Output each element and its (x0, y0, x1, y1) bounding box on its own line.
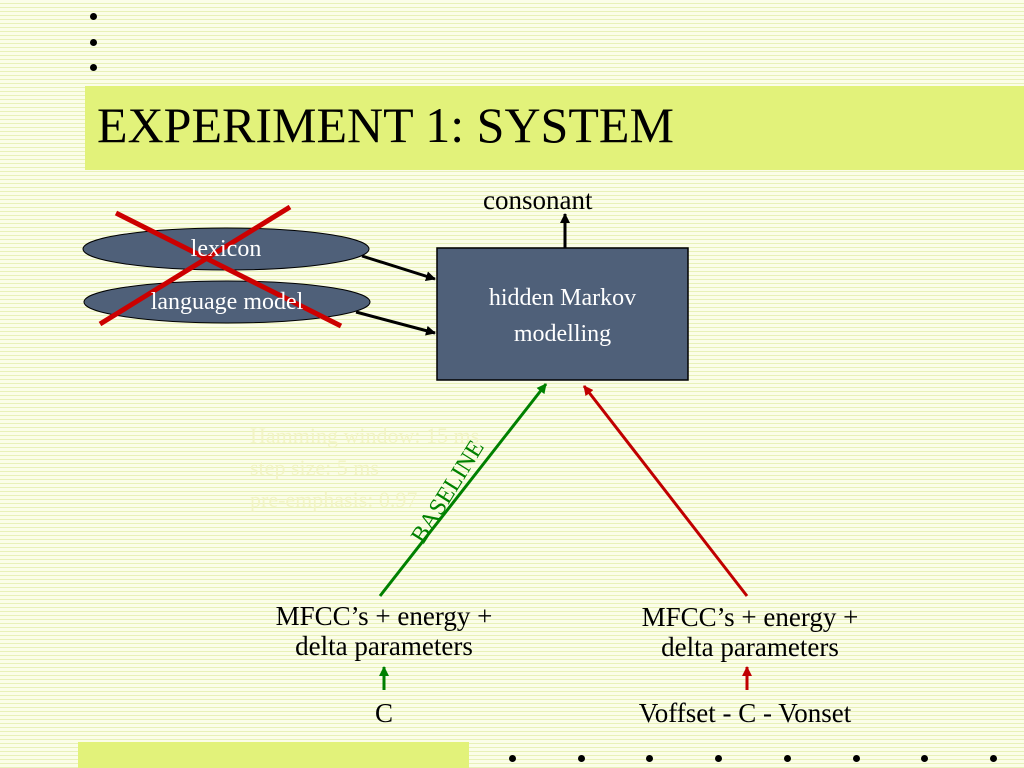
cross-stroke-2 (98, 204, 292, 327)
decorative-dot (715, 755, 723, 762)
output-label: consonant (483, 185, 593, 215)
hmm-box (436, 247, 689, 381)
decorative-dot (852, 755, 860, 762)
right-features-label: MFCC’s + energy + delta parameters (600, 602, 900, 662)
hmm-box-line-1: hidden Markov (488, 285, 637, 311)
lexicon-arrow (361, 254, 436, 282)
hmm-box-line-2: modelling (513, 321, 612, 347)
decorative-dot (90, 13, 97, 20)
cross-stroke-1 (114, 210, 343, 329)
left-source-label: C (374, 698, 393, 728)
right-features-line-2: delta parameters (661, 632, 839, 662)
decorative-dot (509, 755, 516, 762)
right-source-label: Voffset - C - Vonset (638, 698, 852, 728)
experiment-arrow (582, 385, 749, 597)
baseline-arrow (378, 383, 548, 597)
language-model-label: language model (150, 289, 304, 315)
decorative-dot (90, 64, 97, 71)
right-features-line-1: MFCC’s + energy + (641, 602, 859, 632)
left-features-line-2: delta parameters (295, 631, 473, 661)
slide-title: EXPERIMENT 1: SYSTEM (97, 97, 674, 153)
decorative-dot (921, 755, 929, 762)
language-model-arrow (355, 310, 436, 336)
decorative-dot (646, 755, 654, 762)
lexicon-label: lexicon (190, 236, 262, 262)
left-features-line-1: MFCC’s + energy + (275, 601, 493, 631)
decorative-dot (577, 755, 585, 762)
faded-note-line-3: pre-emphasis: 0.97 (250, 487, 418, 512)
faded-note: Hamming window: 15 ms step size: 5 ms pr… (250, 420, 580, 516)
faded-note-line-2: step size: 5 ms (250, 455, 379, 480)
decorative-dot (783, 755, 791, 762)
hmm-box-label: hidden Markov modelling (437, 280, 688, 352)
faded-note-line-1: Hamming window: 15 ms (250, 423, 480, 448)
bottom-accent-bar (78, 742, 469, 768)
decorative-dot (90, 39, 97, 46)
decorative-dot (989, 755, 997, 762)
left-features-label: MFCC’s + energy + delta parameters (234, 601, 534, 661)
title-bar (85, 86, 1024, 170)
